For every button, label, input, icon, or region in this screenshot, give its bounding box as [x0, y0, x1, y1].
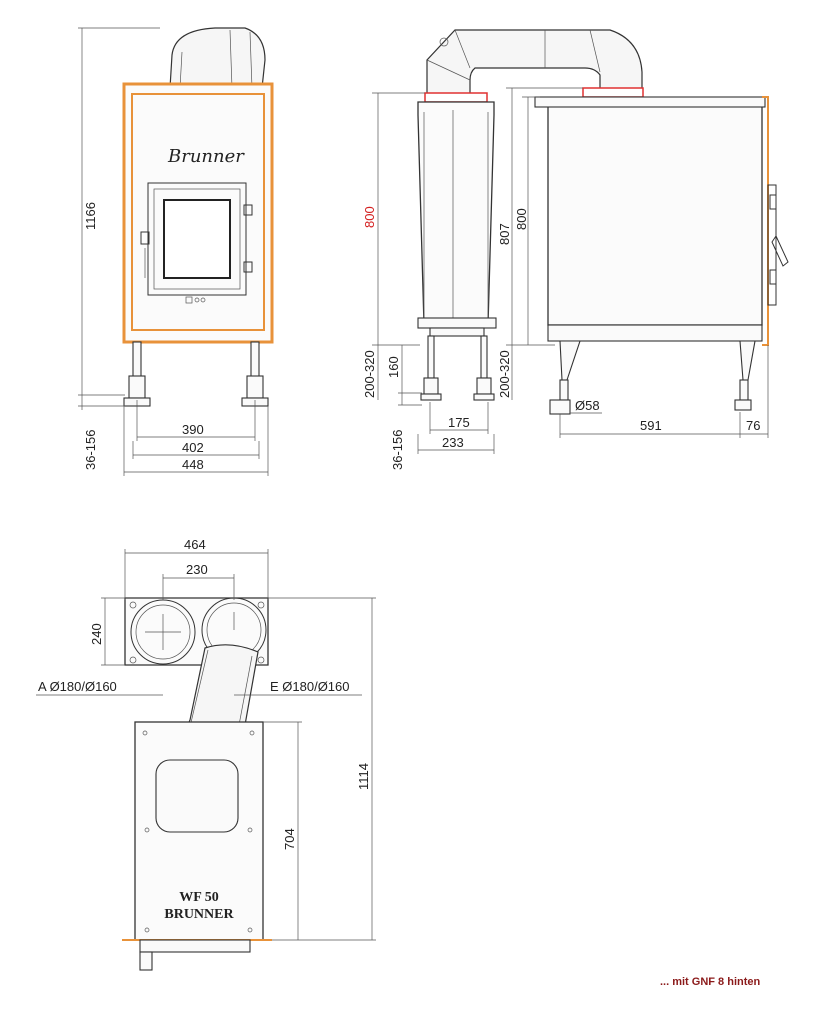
svg-text:200-320: 200-320 — [362, 350, 377, 398]
svg-text:A Ø180/Ø160: A Ø180/Ø160 — [38, 679, 117, 694]
side-collar-right — [582, 87, 644, 98]
intake-label-line: A Ø180/Ø160 — [36, 679, 163, 696]
side-body-wide — [547, 104, 763, 326]
svg-text:240: 240 — [89, 623, 104, 645]
body-screws — [142, 730, 255, 933]
control-buttons — [185, 296, 206, 304]
svg-text:591: 591 — [640, 418, 662, 433]
dim-1166: 1166 — [78, 27, 160, 396]
door-handle — [140, 231, 150, 245]
front-door — [147, 182, 247, 296]
side-views: 800 200-320 160 36-156 175 233 — [362, 29, 789, 470]
dim-402: 402 — [132, 440, 260, 459]
svg-text:Ø58: Ø58 — [575, 398, 600, 413]
side-body-narrow — [417, 101, 495, 326]
front-view: Brunner 1166 — [78, 27, 274, 476]
dim-240: 240 — [89, 597, 125, 666]
narrow-legs — [420, 335, 495, 401]
top-view: WF 50 BRUNNER 464 230 240 A Ø180/Ø160 — [36, 537, 376, 971]
svg-text:E Ø180/Ø160: E Ø180/Ø160 — [270, 679, 350, 694]
svg-text:233: 233 — [442, 435, 464, 450]
dim-160: 160 — [386, 345, 422, 394]
product-brand: BRUNNER — [164, 907, 234, 922]
dim-390: 390 — [136, 400, 256, 441]
svg-text:230: 230 — [186, 562, 208, 577]
svg-text:175: 175 — [448, 415, 470, 430]
side-door-handle — [767, 184, 789, 306]
front-legs — [123, 341, 269, 407]
dim-233: 233 — [417, 434, 495, 454]
front-glass — [163, 199, 231, 279]
dim-230: 230 — [162, 562, 235, 600]
dim-807: 807 — [497, 87, 583, 345]
svg-text:807: 807 — [497, 223, 512, 245]
dim-front-36-156: 36-156 — [78, 395, 125, 470]
door-hinge-top — [243, 204, 253, 216]
svg-text:448: 448 — [182, 457, 204, 472]
front-orange-frame — [122, 82, 274, 344]
svg-text:464: 464 — [184, 537, 206, 552]
svg-text:704: 704 — [282, 828, 297, 850]
svg-text:402: 402 — [182, 440, 204, 455]
svg-text:36-156: 36-156 — [390, 430, 405, 470]
svg-text:390: 390 — [182, 422, 204, 437]
dim-591: 591 — [559, 412, 741, 438]
side-base — [547, 324, 763, 342]
wide-legs — [549, 340, 756, 415]
svg-text:800: 800 — [362, 206, 377, 228]
dim-464: 464 — [124, 537, 269, 600]
svg-text:76: 76 — [746, 418, 760, 433]
dim-76: 76 — [740, 345, 769, 438]
dim-side-200-320: 200-320 — [362, 345, 379, 400]
svg-text:200-320: 200-320 — [497, 350, 512, 398]
dim-side-200-320-right: 200-320 — [497, 345, 513, 400]
product-name: WF 50 — [179, 890, 219, 905]
side-flue-pipe — [426, 29, 643, 96]
side-collar-left — [424, 92, 488, 103]
front-flue-pipe — [169, 27, 266, 89]
svg-text:160: 160 — [386, 356, 401, 378]
exhaust-label-line: E Ø180/Ø160 — [234, 679, 362, 696]
dim-58: Ø58 — [570, 398, 602, 414]
brand-script-logo: Brunner — [167, 146, 245, 167]
footnote: ... mit GNF 8 hinten — [660, 976, 761, 988]
svg-text:1166: 1166 — [83, 202, 98, 230]
dim-800-red: 800 — [362, 92, 425, 346]
dim-175: 175 — [429, 402, 489, 434]
dim-448: 448 — [123, 406, 269, 476]
dim-1114: 1114 — [268, 597, 376, 941]
svg-text:36-156: 36-156 — [83, 430, 98, 470]
dim-800: 800 — [506, 96, 555, 346]
svg-text:1114: 1114 — [356, 763, 371, 790]
svg-text:800: 800 — [514, 208, 529, 230]
dim-side-36-156: 36-156 — [390, 393, 422, 470]
door-hinge-bottom — [243, 261, 253, 273]
dim-704: 704 — [263, 721, 302, 940]
